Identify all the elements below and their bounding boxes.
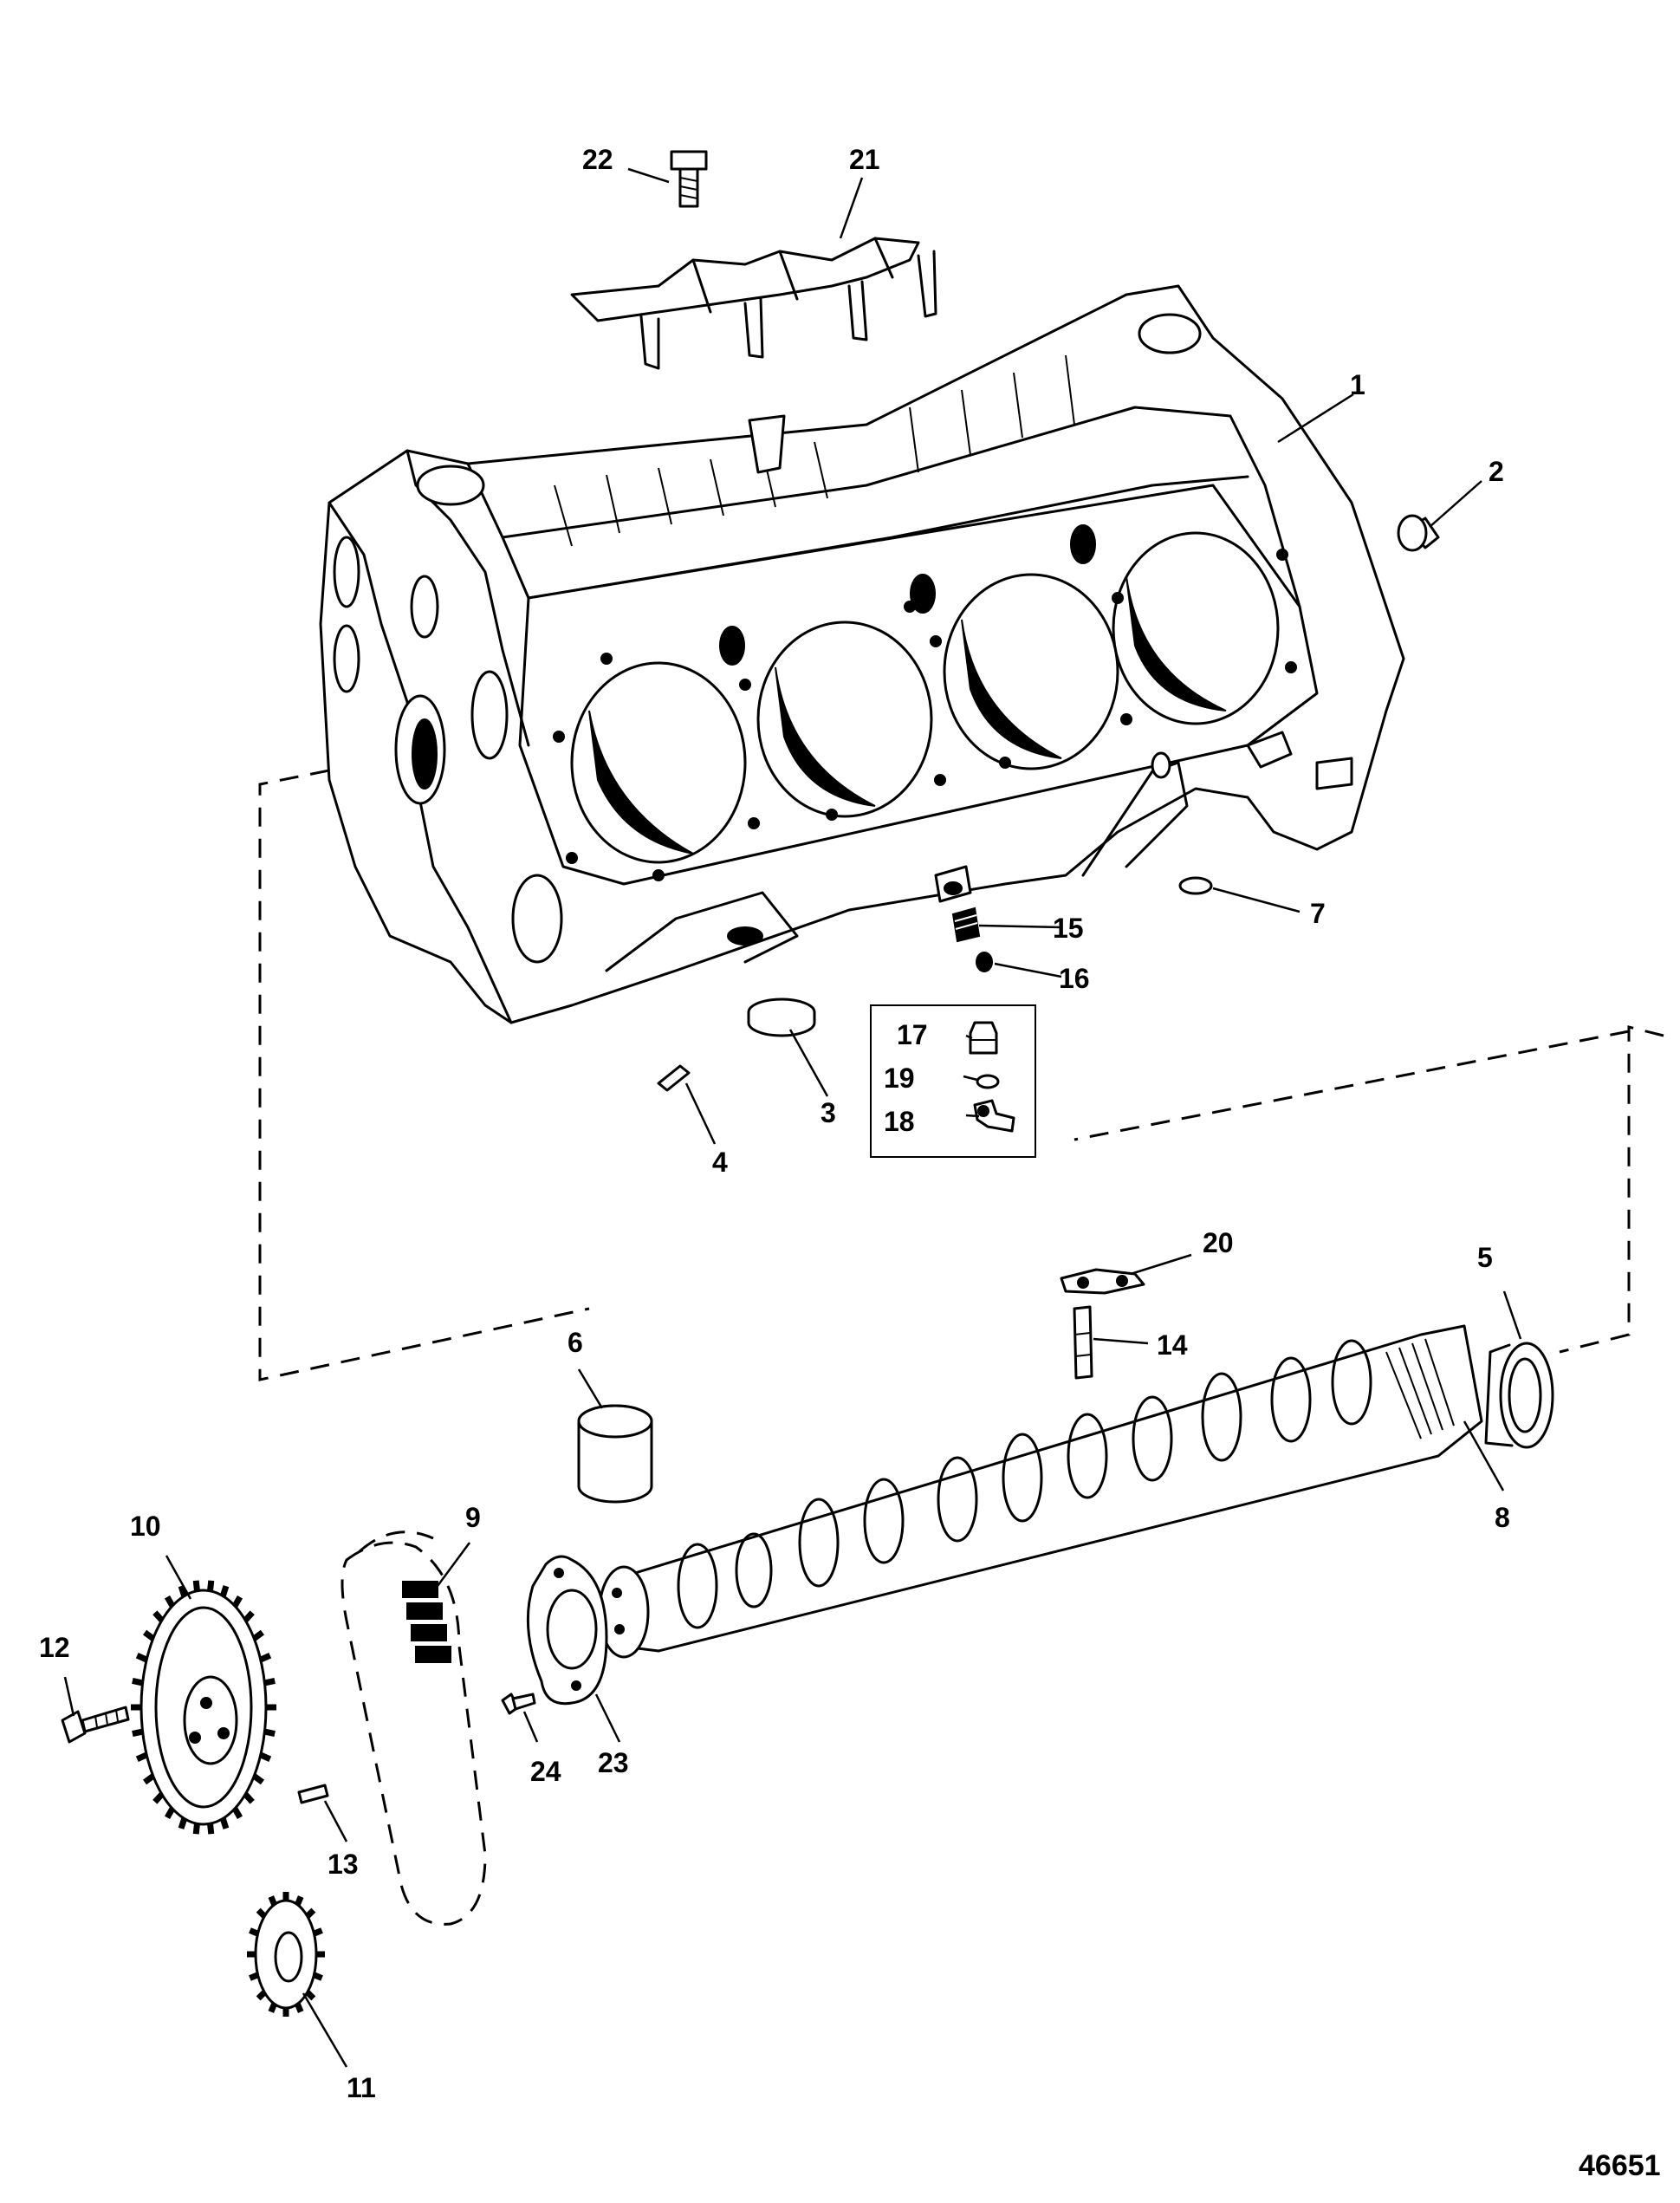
callout-11: 11 [347,2072,376,2103]
callout-19: 19 [884,1063,915,1094]
callout-16: 16 [1059,963,1090,994]
lifter-14 [1073,1305,1093,1380]
sprocket-tooth [142,1629,155,1641]
callout-22: 22 [582,144,613,175]
sprocket-tooth [249,1972,260,1981]
bolt-22 [670,150,708,208]
dowel-pin-4 [657,1064,691,1092]
callout-5: 5 [1477,1242,1493,1273]
callout-10: 10 [130,1511,161,1542]
callout-8: 8 [1495,1502,1510,1533]
callout-14: 14 [1157,1329,1188,1361]
sprocket-tooth [263,1728,276,1737]
screw-24 [501,1693,536,1715]
sprocket-tooth [132,1678,144,1686]
sprocket-tooth [152,1610,165,1623]
callout-3: 3 [821,1097,836,1128]
sprocket-tooth [295,1895,304,1907]
callout-21: 21 [849,144,880,175]
sprocket-tooth [192,1580,200,1592]
cylinder-bores [570,531,1280,864]
callout-7: 7 [1310,898,1326,929]
sprocket-tooth [132,1728,144,1737]
callout-15: 15 [1053,913,1084,944]
sprocket-tooth [312,1927,323,1937]
callout-20: 20 [1203,1227,1234,1258]
lifter-retainer-bracket [570,237,937,370]
dowel-13 [297,1784,329,1804]
sprocket-tooth [252,1629,265,1641]
camshaft-8 [598,1324,1483,1659]
sprocket-tooth [249,1927,260,1937]
callout-6: 6 [568,1327,583,1358]
detail-box [870,1004,1036,1158]
sprocket-tooth [142,1773,155,1785]
sprocket-tooth [305,1990,316,2001]
sprocket-tooth [135,1751,148,1762]
sprocket-tooth [295,2002,304,2013]
sprocket-tooth [152,1791,165,1804]
sprocket-tooth [164,1595,176,1608]
plug-16 [976,952,993,972]
sprocket-tooth [192,1823,200,1835]
sprocket-tooth [268,2002,277,2013]
callout-4: 4 [712,1147,728,1178]
bearing-3 [747,998,816,1037]
timing-chain-9 [341,1530,487,1926]
callout-17: 17 [897,1019,928,1050]
fitting-17 [969,1021,998,1055]
sprocket-tooth [219,1585,230,1597]
sprocket-tooth [305,1907,316,1919]
fitting-18 [973,1099,1015,1133]
sprocket-tooth [256,1907,267,1919]
callout-23: 23 [598,1747,629,1778]
sprocket-tooth [312,1972,323,1981]
plug-15 [951,907,981,943]
callout-1: 1 [1350,369,1365,400]
bearing-5 [1484,1342,1554,1449]
cam-sprocket-10 [131,1580,276,1835]
bearing-6 [577,1404,653,1504]
sprocket-tooth [256,1990,267,2001]
callout-24: 24 [530,1756,561,1787]
sprocket-tooth [178,1585,188,1597]
sprocket-tooth [252,1773,265,1785]
sprocket-tooth [219,1817,230,1829]
sprocket-tooth [259,1751,272,1762]
sprocket-tooth [268,1895,277,1907]
sprocket-tooth [259,1653,272,1663]
sprocket-tooth [178,1817,188,1829]
assembly-boundary-dashed [258,763,1664,1381]
callout-13: 13 [328,1849,359,1880]
crank-sprocket-11 [247,1892,325,2017]
sprocket-tooth [243,1610,255,1623]
sprocket-tooth [135,1653,148,1663]
sprocket-tooth [164,1807,176,1820]
gasket-23 [526,1555,608,1706]
callout-9: 9 [465,1502,481,1533]
callout-12: 12 [39,1632,70,1663]
retainer-20 [1060,1268,1145,1295]
leader-lines [63,167,1522,2068]
sprocket-tooth [263,1678,276,1686]
engine-block [319,284,1405,1024]
o-ring-7 [1178,876,1213,895]
plug-2 [1397,514,1440,552]
sprocket-tooth [231,1595,243,1608]
callout-labels: 1 2 3 4 5 6 7 8 9 10 11 12 13 14 15 16 1… [39,144,1661,2182]
callout-18: 18 [884,1106,915,1137]
figure-id: 46651 [1579,2149,1661,2182]
deck-bolt-holes [553,549,1297,881]
sprocket-tooth [243,1791,255,1804]
o-ring-19 [976,1074,1000,1089]
callout-2: 2 [1489,456,1504,487]
sprocket-tooth [231,1807,243,1820]
